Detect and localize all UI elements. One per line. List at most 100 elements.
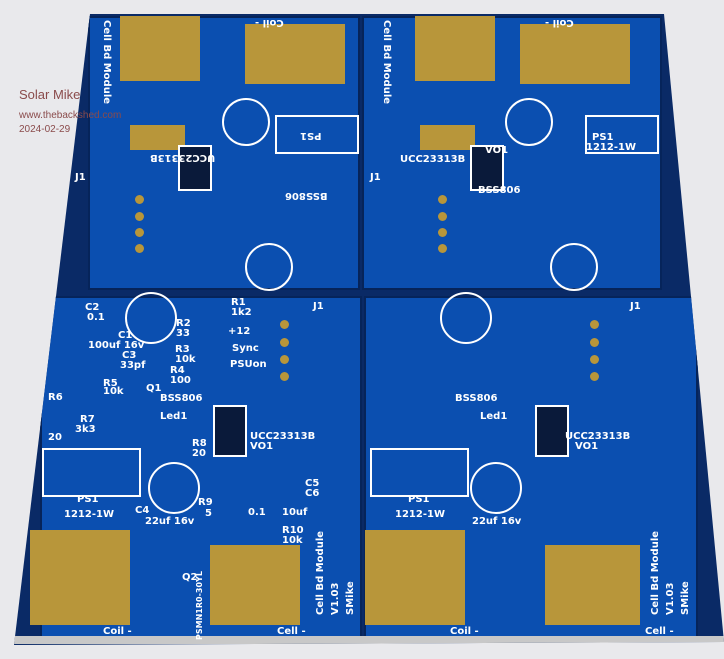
r5-label: R5 xyxy=(103,378,118,389)
connector-pin xyxy=(135,228,144,237)
connector-pin xyxy=(438,212,447,221)
cell-pad xyxy=(210,545,300,625)
version-label: V1.03 xyxy=(665,582,676,615)
ps1-label: PS1 xyxy=(77,494,99,505)
c3-label: C3 xyxy=(122,350,137,361)
connector-pin xyxy=(135,195,144,204)
q1-part: BSS806 xyxy=(160,393,203,404)
r5-value: 10k xyxy=(103,386,124,397)
led1-label: Led1 xyxy=(160,411,188,422)
r6-label: R6 xyxy=(48,392,63,403)
r4-label: R4 xyxy=(170,365,185,376)
pad xyxy=(130,125,185,150)
date-label: 2024-02-29 xyxy=(19,124,71,135)
c4-label: C4 xyxy=(135,505,150,516)
r10-label: R10 xyxy=(282,525,304,536)
j1-label: J1 xyxy=(75,172,86,183)
r10-value: 10k xyxy=(282,535,303,546)
connector-pin xyxy=(590,372,599,381)
initials-label: SMike xyxy=(680,581,691,615)
j1-label: J1 xyxy=(630,301,641,312)
connector-pin xyxy=(280,372,289,381)
ps1-part: 1212-1W xyxy=(64,509,114,520)
ic-label: UCC23313B xyxy=(565,431,631,442)
r9-value: 5 xyxy=(205,508,212,519)
c1-outline xyxy=(550,243,598,291)
r1-value: 1k2 xyxy=(231,307,252,318)
r2-label: R2 xyxy=(176,318,191,329)
ps1-outline xyxy=(370,448,469,497)
connector-pin xyxy=(438,228,447,237)
vo1-label: VO1 xyxy=(250,441,274,452)
ic-label: UCC23313B xyxy=(150,152,216,163)
c4-outline xyxy=(222,98,270,146)
c4-outline xyxy=(505,98,553,146)
r7-label: R7 xyxy=(80,414,95,425)
ic-label: UCC23313B xyxy=(400,154,466,165)
connector-pin xyxy=(438,195,447,204)
ps1-outline xyxy=(275,115,359,154)
j1-label: J1 xyxy=(370,172,381,183)
c2-value: 0.1 xyxy=(87,312,105,323)
c3-value: 33pf xyxy=(120,360,146,371)
pin-psuon-label: PSUon xyxy=(230,359,267,370)
j1-label: J1 xyxy=(313,301,324,312)
ps1-label: PS1 xyxy=(300,130,322,141)
module-label: Cell Bd Module xyxy=(381,20,392,105)
coil-label: Coil - xyxy=(545,17,574,28)
r3-label: R3 xyxy=(175,344,190,355)
ucc23313b-chip xyxy=(535,405,569,457)
q1-label: Q1 xyxy=(146,383,162,394)
r9-label: R9 xyxy=(198,497,213,508)
q2-part: PSMN1R0-30YL xyxy=(195,571,204,640)
cell-pad xyxy=(245,24,345,84)
r8-label: R8 xyxy=(192,438,207,449)
r8-value: 20 xyxy=(192,448,206,459)
r1-label: R1 xyxy=(231,297,246,308)
vo1-label: VO1 xyxy=(485,145,509,156)
c4-value: 22uf 16v xyxy=(145,516,195,527)
q1-part: BSS806 xyxy=(478,185,521,196)
cell-label: Cell - xyxy=(645,626,674,637)
ps1-part: 1212-1W xyxy=(395,509,445,520)
coil-label: Coil - xyxy=(255,17,284,28)
r7-value: 3k3 xyxy=(75,424,96,435)
connector-pin xyxy=(135,244,144,253)
version-label: V1.03 xyxy=(330,582,341,615)
c1-label: C1 xyxy=(118,330,133,341)
q2-label: Q2 xyxy=(182,572,198,583)
c1-outline xyxy=(440,292,492,344)
c1-value: 100uf 16v xyxy=(88,340,145,351)
c5-value: 0.1 xyxy=(248,507,266,518)
connector-pin xyxy=(280,320,289,329)
ps1-label: PS1 xyxy=(592,132,614,143)
connector-pin xyxy=(280,355,289,364)
coil-pad xyxy=(30,530,130,625)
c2-label: C2 xyxy=(85,302,100,313)
r3-value: 10k xyxy=(175,354,196,365)
r6-value: 20 xyxy=(48,432,62,443)
coil-pad xyxy=(120,16,200,81)
author-label: Solar Mike xyxy=(19,87,81,102)
connector-pin xyxy=(590,338,599,347)
cell-label: Cell - xyxy=(277,626,306,637)
ps1-outline xyxy=(42,448,141,497)
ps1-label: PS1 xyxy=(408,494,430,505)
c4-outline xyxy=(148,462,200,514)
connector-pin xyxy=(438,244,447,253)
c1-outline xyxy=(245,243,293,291)
ps1-outline xyxy=(585,115,659,154)
ucc23313b-chip xyxy=(470,145,504,191)
coil-pad xyxy=(365,530,465,625)
cell-pad xyxy=(520,24,630,84)
connector-pin xyxy=(280,338,289,347)
module-label: Cell Bd Module xyxy=(101,20,112,105)
connector-pin xyxy=(590,320,599,329)
led1-label: Led1 xyxy=(480,411,508,422)
pad xyxy=(420,125,475,150)
c1-outline xyxy=(125,292,177,344)
ic-label: UCC23313B xyxy=(250,431,316,442)
vo1-label: VO1 xyxy=(575,441,599,452)
q1-part: BSS806 xyxy=(285,190,328,201)
